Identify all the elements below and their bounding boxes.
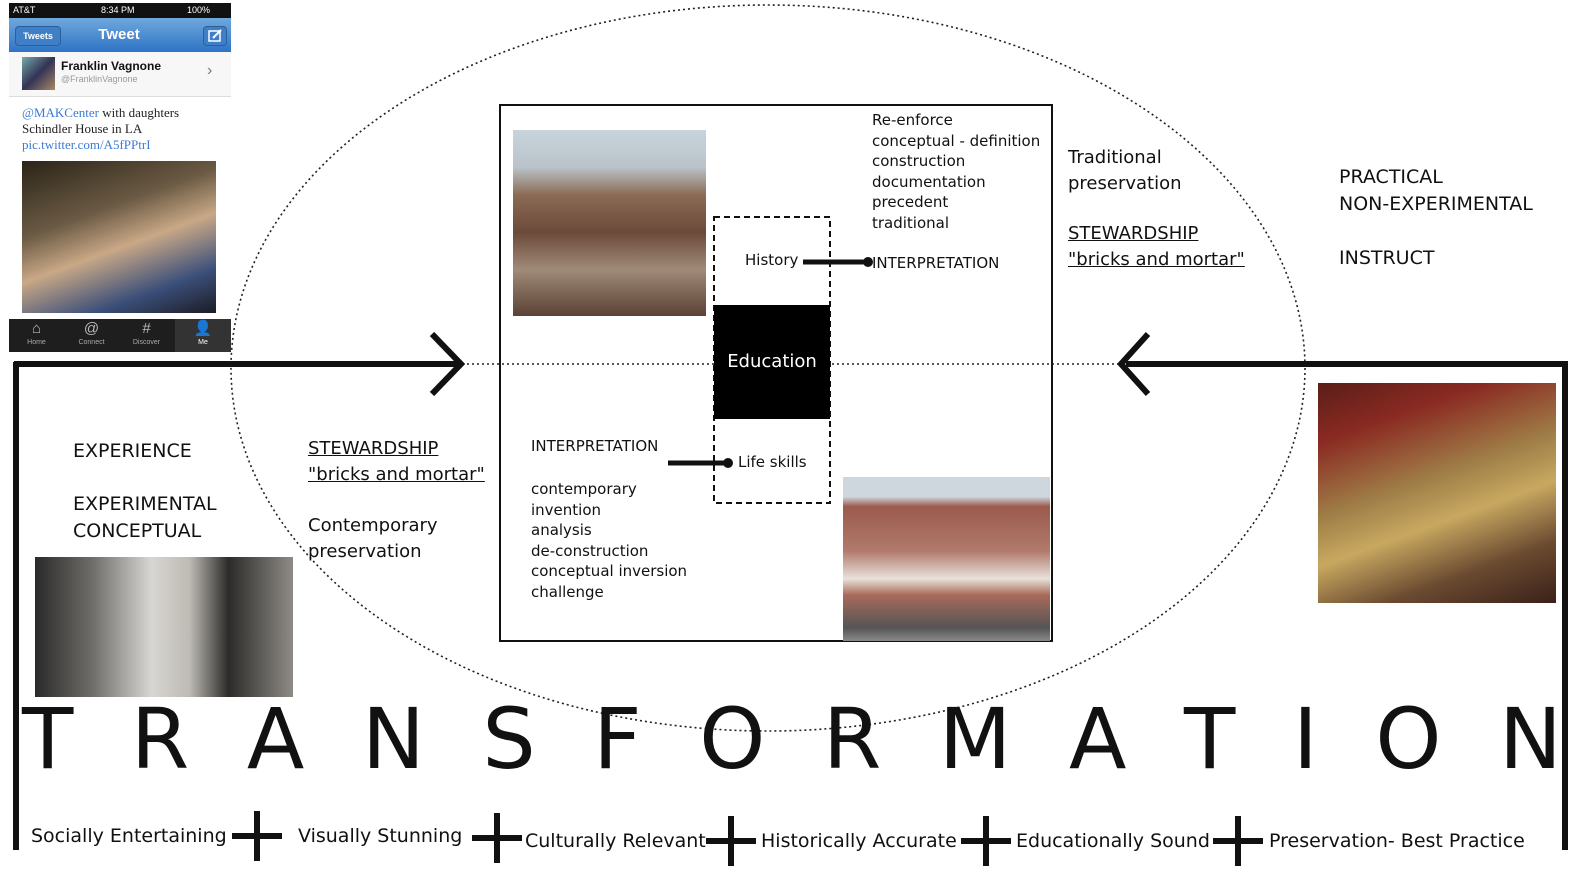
- plus-icon: [1213, 816, 1263, 866]
- term-culturally-relevant: Culturally Relevant: [525, 830, 706, 852]
- back-button[interactable]: Tweets: [15, 26, 61, 46]
- life-skills-label: Life skills: [738, 453, 807, 471]
- inner-frame: [499, 104, 1053, 642]
- top-interpretation-label: INTERPRETATION: [872, 254, 1000, 272]
- tweet-phone-screenshot: AT&T 8:34 PM 100% Tweets Tweet Franklin …: [9, 3, 231, 352]
- plus-icon: [961, 816, 1011, 866]
- carrier-label: AT&T: [13, 5, 36, 15]
- home-icon: ⌂: [31, 320, 42, 337]
- nav-title: Tweet: [98, 26, 140, 43]
- term-educationally-sound: Educationally Sound: [1016, 830, 1210, 852]
- term-visually-stunning: Visually Stunning: [298, 825, 463, 847]
- clock-label: 8:34 PM: [101, 5, 135, 15]
- traditional-preservation-label: Traditional preservation: [1068, 147, 1182, 194]
- left-pointing-arrowhead: [1116, 331, 1151, 397]
- compose-icon: [208, 29, 222, 42]
- left-outer-labels: EXPERIENCE EXPERIMENTAL CONCEPTUAL: [73, 440, 217, 542]
- profile-name: Franklin Vagnone: [61, 59, 162, 73]
- left-stewardship-label: STEWARDSHIP "bricks and mortar": [308, 438, 485, 485]
- term-historically-accurate: Historically Accurate: [761, 830, 957, 852]
- history-label: History: [745, 251, 799, 269]
- tweet-photo[interactable]: [22, 161, 216, 313]
- tab-discover[interactable]: #Discover: [119, 319, 174, 352]
- right-stewardship-label: STEWARDSHIP "bricks and mortar": [1068, 223, 1245, 270]
- term-socially-entertaining: Socially Entertaining: [31, 825, 227, 847]
- battery-label: 100%: [187, 5, 211, 15]
- mention-link[interactable]: @MAKCenter: [22, 105, 99, 120]
- tab-me[interactable]: 👤Me: [175, 319, 231, 352]
- plus-icon: [232, 811, 282, 861]
- hash-icon: #: [142, 320, 151, 337]
- bottom-interpretation-label: INTERPRETATION: [531, 437, 659, 455]
- education-box: Education: [714, 305, 830, 419]
- status-bar: AT&T 8:34 PM 100%: [9, 3, 231, 18]
- right-outer-labels: PRACTICAL NON-EXPERIMENTAL INSTRUCT: [1339, 166, 1533, 269]
- rooftop-installation-photo: [513, 130, 706, 316]
- transformation-heading: T R A N S F O R M A T I O N: [22, 690, 1562, 788]
- right-pointing-arrowhead: [429, 331, 466, 397]
- photo-link[interactable]: pic.twitter.com/A5fPPtrI: [22, 137, 151, 152]
- top-list: Re-enforce conceptual - definition const…: [872, 111, 1041, 232]
- avatar: [22, 57, 55, 90]
- at-icon: @: [83, 320, 100, 337]
- profile-handle: @FranklinVagnone: [61, 74, 138, 84]
- dotted-ellipse: [230, 4, 1306, 732]
- contemporary-preservation-label: Contemporary preservation: [308, 515, 438, 562]
- brick-rowhouses-photo: [843, 477, 1050, 641]
- term-preservation-best-practice: Preservation- Best Practice: [1269, 830, 1525, 852]
- tab-bar: ⌂Home @Connect #Discover 👤Me: [9, 319, 231, 352]
- plus-icon: [472, 813, 522, 863]
- bottom-list: contemporary invention analysis de-const…: [531, 480, 688, 601]
- compose-button[interactable]: [203, 26, 227, 46]
- profile-row[interactable]: Franklin Vagnone @FranklinVagnone ›: [9, 52, 231, 97]
- tweet-text: @MAKCenter with daughters Schindler Hous…: [22, 105, 180, 152]
- period-room-photo: [1318, 383, 1556, 603]
- chevron-right-icon: ›: [207, 62, 213, 79]
- tab-home[interactable]: ⌂Home: [9, 319, 64, 352]
- tab-connect[interactable]: @Connect: [64, 319, 119, 352]
- plus-icon: [706, 816, 756, 866]
- woman-in-room-photo: [35, 557, 293, 697]
- person-icon: 👤: [193, 320, 213, 337]
- nav-bar: Tweets Tweet: [9, 18, 231, 52]
